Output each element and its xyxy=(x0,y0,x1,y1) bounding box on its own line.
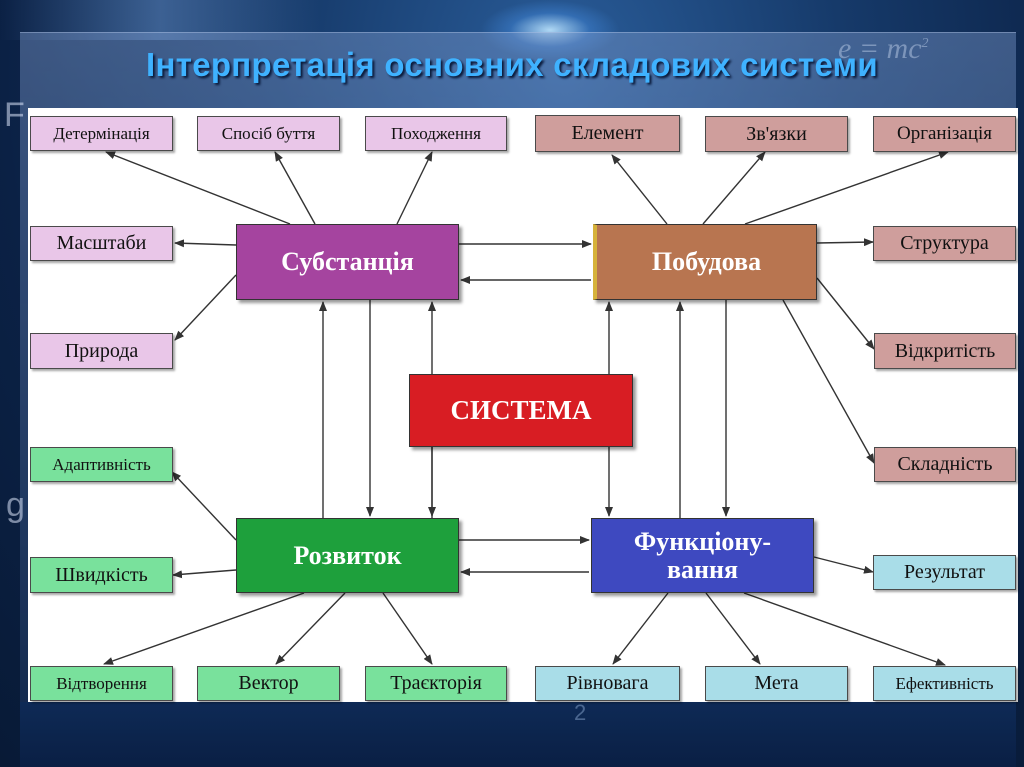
node-scales: Масштаби xyxy=(30,226,173,261)
node-adaptivity: Адаптивність xyxy=(30,447,173,482)
node-efficiency: Ефективність xyxy=(873,666,1016,701)
arrow xyxy=(702,151,766,225)
background-band xyxy=(20,702,1016,767)
background-letter: 2 xyxy=(574,700,587,725)
arrow xyxy=(816,238,874,247)
node-development: Розвиток xyxy=(236,518,459,593)
arrow xyxy=(744,151,949,225)
arrow xyxy=(396,151,433,225)
arrow xyxy=(782,299,875,464)
arrow xyxy=(705,592,761,665)
arrow xyxy=(171,471,237,541)
node-functioning: Функціону- вання xyxy=(591,518,814,593)
arrow xyxy=(275,592,346,665)
arrow xyxy=(382,592,433,665)
node-determination: Детермінація xyxy=(30,116,173,151)
arrow xyxy=(611,154,668,225)
node-result: Результат xyxy=(873,555,1016,590)
arrow xyxy=(743,592,946,666)
node-trajectory: Траєкторія xyxy=(365,666,507,701)
arrow xyxy=(274,151,316,225)
arrow xyxy=(813,556,874,574)
node-openness: Відкритість xyxy=(874,333,1016,369)
node-substance: Субстанція xyxy=(236,224,459,300)
node-reproduction: Відтворення xyxy=(30,666,173,701)
node-mode-of-being: Спосіб буття xyxy=(197,116,340,151)
node-speed: Швидкість xyxy=(30,557,173,593)
arrow xyxy=(612,592,669,665)
background-letter: F xyxy=(4,96,25,134)
node-origin: Походження xyxy=(365,116,507,151)
node-complexity: Складність xyxy=(874,447,1016,482)
arrow xyxy=(816,277,875,350)
node-structure: Побудова xyxy=(593,224,817,300)
arrow xyxy=(174,274,237,341)
node-links: Зв'язки xyxy=(705,116,848,152)
background-formula: e = mc2 xyxy=(838,32,929,65)
slide-title: Інтерпретація основних складових системи xyxy=(146,46,878,83)
node-organization: Організація xyxy=(873,116,1016,152)
background-letter: g xyxy=(6,486,25,524)
node-nature: Природа xyxy=(30,333,173,369)
node-vector: Вектор xyxy=(197,666,340,701)
arrow xyxy=(174,239,237,248)
node-element: Елемент xyxy=(535,115,680,152)
arrow xyxy=(105,151,291,225)
node-goal: Мета xyxy=(705,666,848,701)
node-functioning-line2: вання xyxy=(666,554,739,584)
arrow xyxy=(172,569,237,579)
arrow xyxy=(103,592,305,665)
node-system: СИСТЕМА xyxy=(409,374,633,447)
node-structure-leaf: Структура xyxy=(873,226,1016,261)
node-functioning-line1: Функціону- xyxy=(633,527,772,557)
node-equilibrium: Рівновага xyxy=(535,666,680,701)
